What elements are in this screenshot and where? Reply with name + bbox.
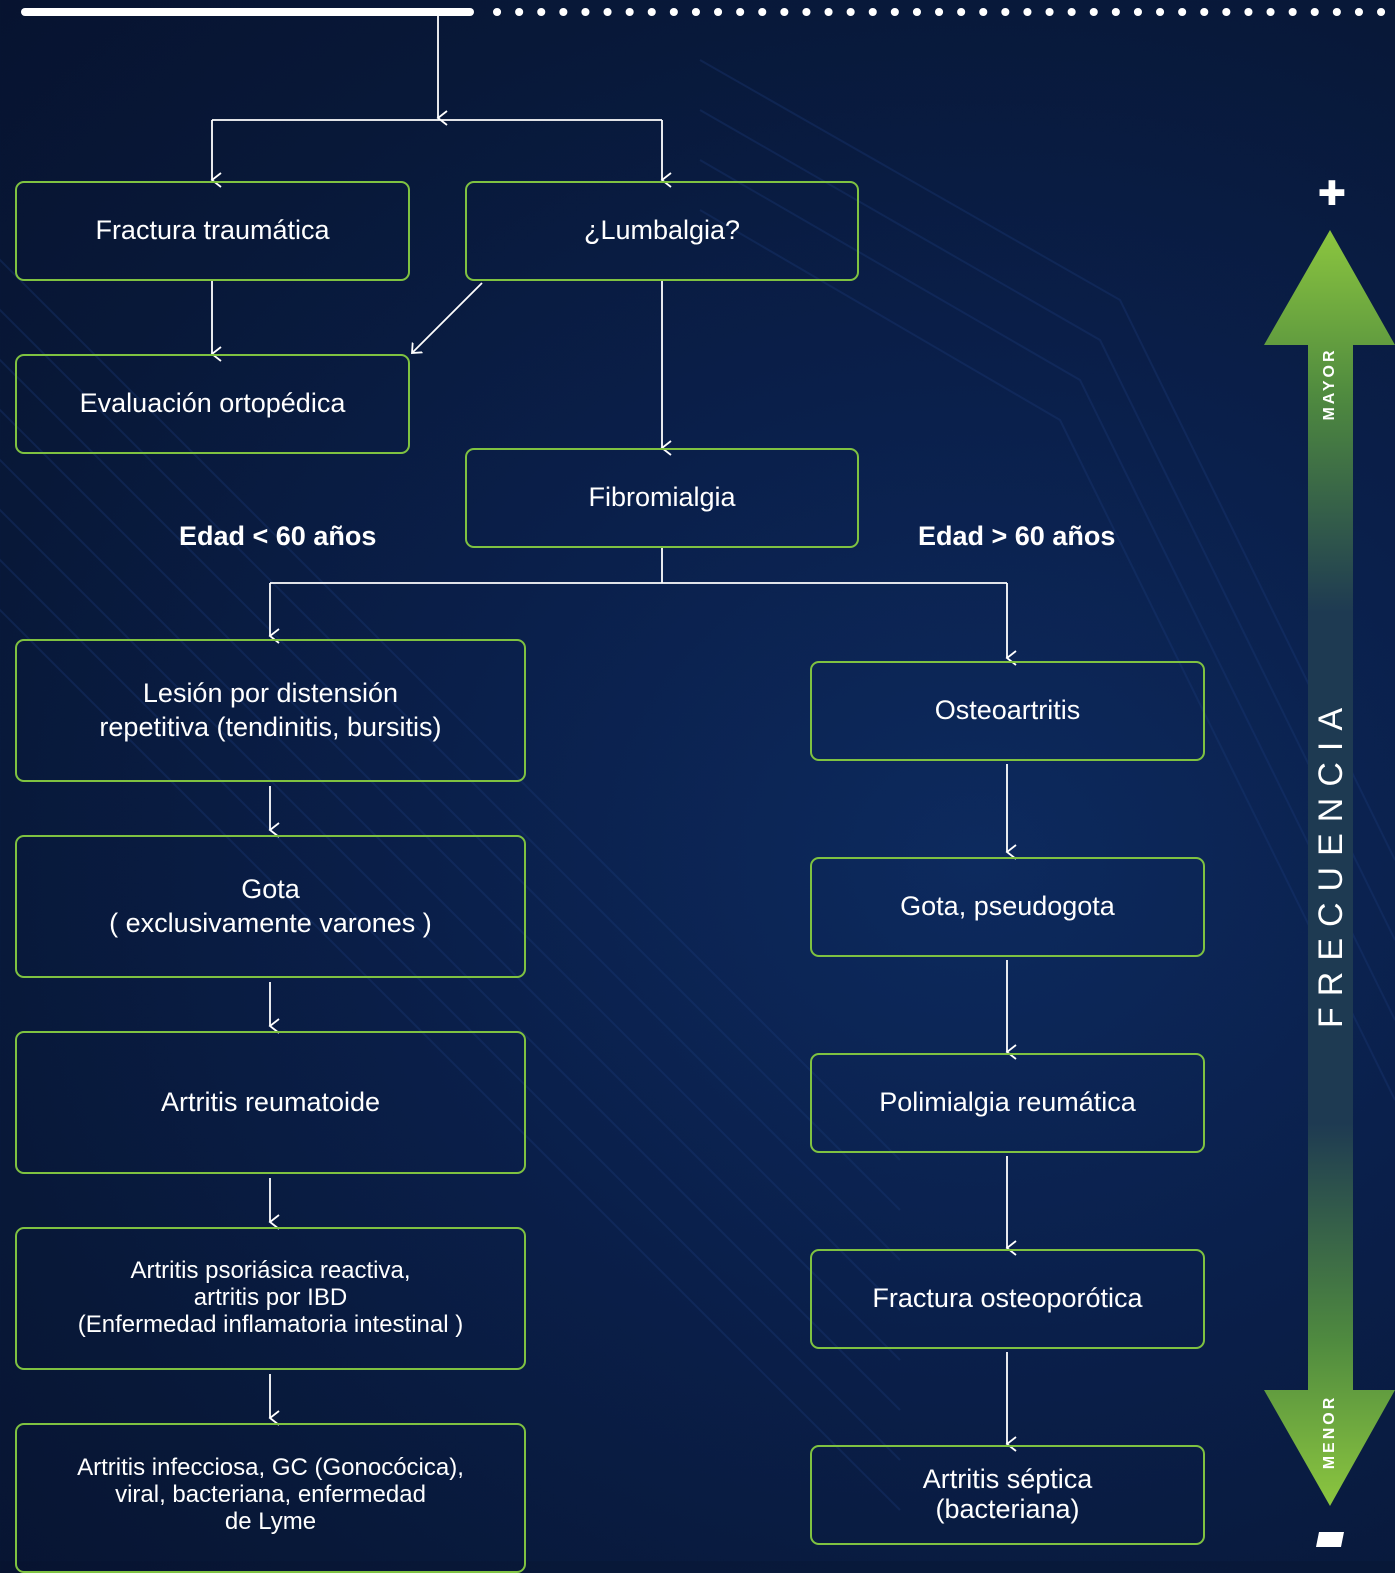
node-label: Evaluación ortopédica bbox=[79, 388, 346, 419]
branch-label-over-60: Edad > 60 años bbox=[918, 521, 1116, 551]
node-fractura-osteoporotica: Fractura osteoporótica bbox=[810, 1249, 1205, 1349]
node-gota-varones: Gota ( exclusivamente varones ) bbox=[15, 835, 526, 978]
node-label: Artritis séptica (bacteriana) bbox=[922, 1464, 1093, 1524]
node-label: Polimialgia reumática bbox=[879, 1087, 1136, 1118]
node-label: Lesión por distensión repetitiva (tendin… bbox=[99, 677, 442, 742]
node-label: Artritis infecciosa, GC (Gonocócica), vi… bbox=[77, 1454, 464, 1535]
plus-icon: ✚ bbox=[1317, 174, 1347, 214]
node-label: Fractura traumática bbox=[95, 215, 330, 246]
node-label: Artritis reumatoide bbox=[160, 1086, 381, 1117]
node-label: Osteoartritis bbox=[934, 695, 1081, 726]
node-fibromialgia: Fibromialgia bbox=[465, 448, 859, 548]
frequency-title: FRECUENCIA bbox=[1312, 696, 1350, 1028]
node-label: Gota, pseudogota bbox=[900, 891, 1115, 922]
node-evaluacion-ortopedica: Evaluación ortopédica bbox=[15, 354, 410, 454]
node-polimialgia-reumatica: Polimialgia reumática bbox=[810, 1053, 1205, 1153]
frequency-top-label: MAYOR bbox=[1321, 347, 1338, 421]
frequency-arrow bbox=[1264, 230, 1395, 1547]
minus-icon bbox=[1316, 1532, 1344, 1547]
node-label: Fibromialgia bbox=[588, 482, 736, 513]
node-label: Fractura osteoporótica bbox=[872, 1283, 1143, 1314]
frequency-double-arrow bbox=[1264, 230, 1395, 1506]
node-label: Artritis psoriásica reactiva, artritis p… bbox=[77, 1257, 464, 1338]
node-gota-pseudogota: Gota, pseudogota bbox=[810, 857, 1205, 957]
node-lumbalgia: ¿Lumbalgia? bbox=[465, 181, 859, 281]
node-osteoartritis: Osteoartritis bbox=[810, 661, 1205, 761]
branch-label-under-60: Edad < 60 años bbox=[179, 521, 377, 551]
node-lesion-distension: Lesión por distensión repetitiva (tendin… bbox=[15, 639, 526, 782]
node-artritis-psoriasica: Artritis psoriásica reactiva, artritis p… bbox=[15, 1227, 526, 1370]
node-fractura-traumatica: Fractura traumática bbox=[15, 181, 410, 281]
node-artritis-reumatoide: Artritis reumatoide bbox=[15, 1031, 526, 1174]
node-label: ¿Lumbalgia? bbox=[583, 215, 741, 246]
frequency-bottom-label: MENOR bbox=[1321, 1394, 1338, 1470]
node-artritis-septica: Artritis séptica (bacteriana) bbox=[810, 1445, 1205, 1545]
node-label: Gota ( exclusivamente varones ) bbox=[109, 873, 432, 938]
node-artritis-infecciosa: Artritis infecciosa, GC (Gonocócica), vi… bbox=[15, 1423, 526, 1573]
